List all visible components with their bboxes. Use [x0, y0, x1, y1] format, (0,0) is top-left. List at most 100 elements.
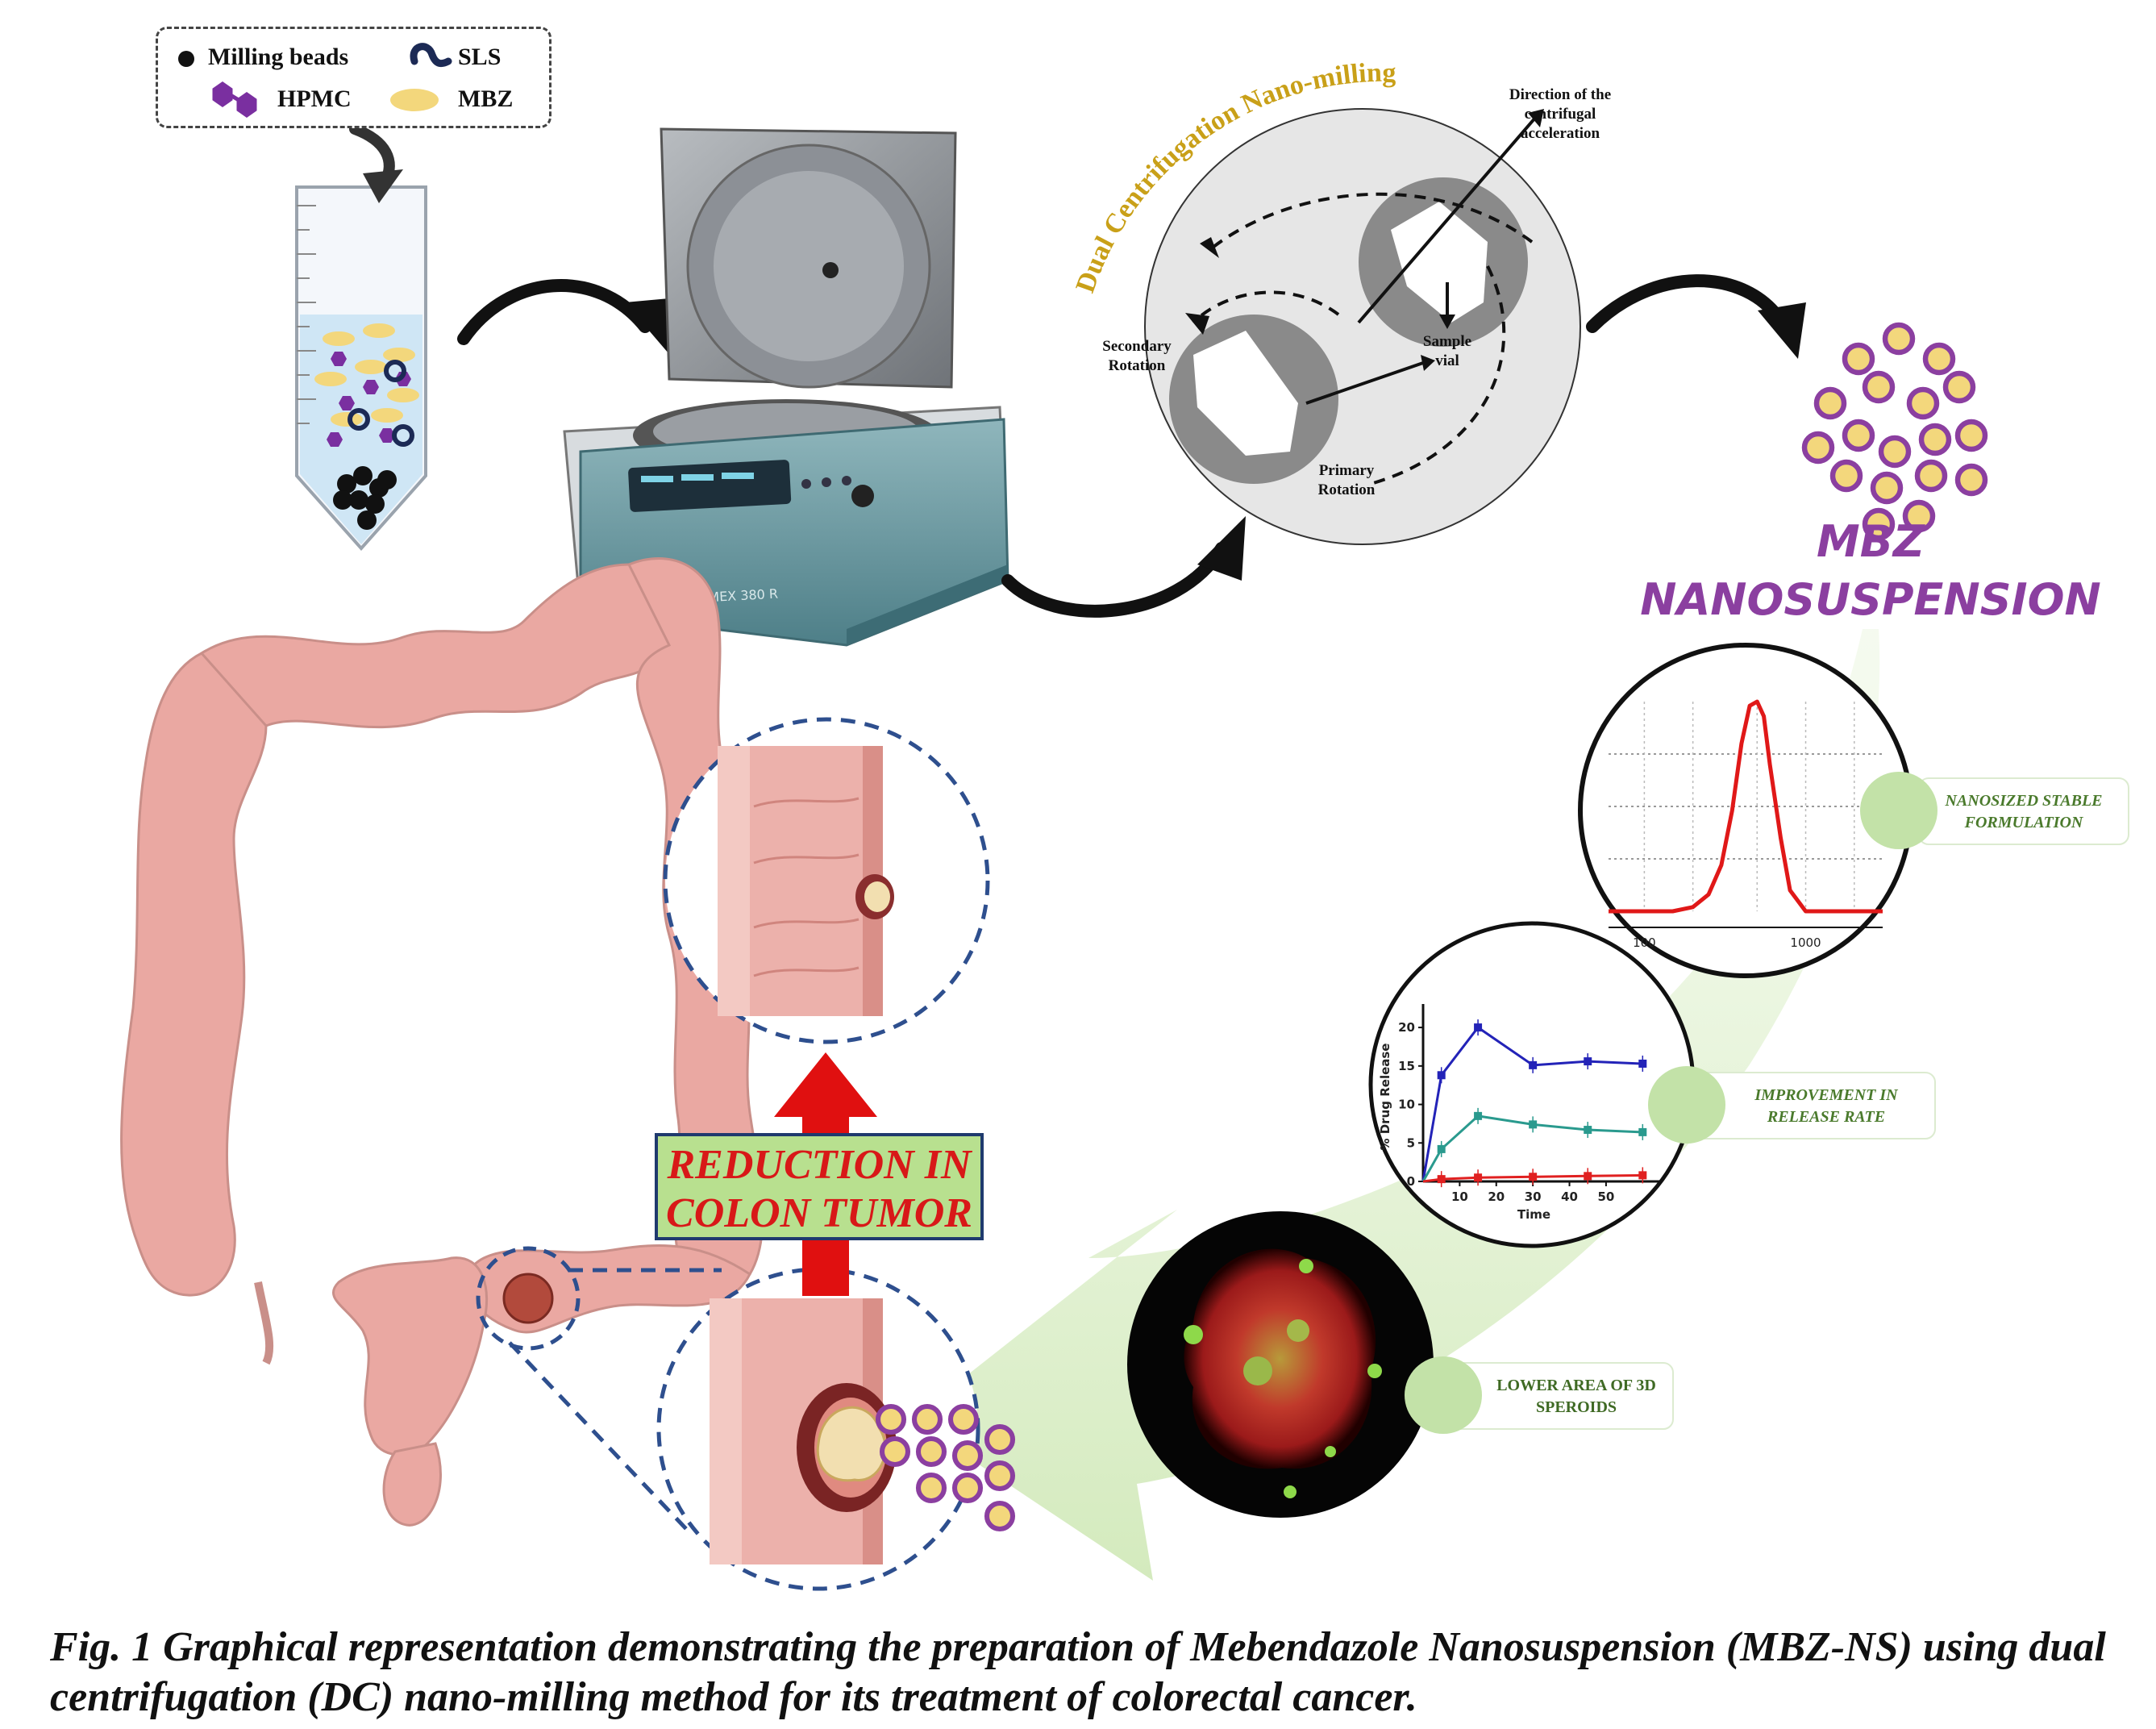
release-point	[1638, 1171, 1647, 1180]
milling-bead	[349, 490, 368, 510]
sls-particle	[384, 360, 406, 382]
milling-bead	[353, 466, 373, 485]
tumor-zoom-before	[656, 1267, 1016, 1591]
falcon-tube	[295, 185, 427, 552]
nanosuspension-title: NANOSUSPENSION	[1640, 574, 2101, 625]
release-x-label: Time	[1517, 1207, 1550, 1222]
release-point	[1474, 1173, 1483, 1182]
nanoparticle	[1882, 322, 1916, 356]
hpmc-particle	[395, 372, 411, 386]
into-tube-arrowhead	[363, 169, 403, 203]
centrifuge-to-dc-arrowhead	[1197, 516, 1246, 581]
nanoparticle	[951, 1472, 984, 1504]
milling-bead	[357, 510, 377, 530]
release-point	[1638, 1127, 1647, 1136]
legend-box: Milling beads SLS HPMC MBZ	[156, 27, 551, 128]
release-point	[1529, 1060, 1538, 1069]
milling-bead-icon	[178, 51, 194, 67]
size-outcome-label: NANOSIZED STABLE FORMULATION	[1945, 792, 2103, 831]
milling-bead	[333, 490, 352, 510]
nanoparticle	[879, 1435, 911, 1468]
mbz-title: MBZ	[1816, 516, 1925, 567]
nanoparticle	[1914, 459, 1948, 493]
nanoparticle	[984, 1500, 1016, 1532]
hpmc-particle	[339, 396, 355, 410]
release-point	[1638, 1059, 1647, 1068]
release-point	[1584, 1126, 1592, 1135]
nanoparticle	[915, 1472, 947, 1504]
release-point	[1584, 1057, 1592, 1066]
hpmc-icon	[212, 81, 257, 119]
nanoparticle	[1842, 342, 1875, 376]
release-point	[1474, 1023, 1483, 1032]
mbz-particle	[383, 348, 415, 362]
tumor-site	[502, 1273, 554, 1324]
release-x-tick-label: 10	[1451, 1189, 1468, 1204]
release-x-tick-label: 20	[1488, 1189, 1505, 1204]
dc-to-ns-arrow	[1586, 274, 1788, 333]
release-y-tick-label: 5	[1407, 1135, 1415, 1150]
nanoparticle	[951, 1439, 984, 1472]
mbz-particle	[355, 360, 387, 374]
release-point	[1437, 1144, 1446, 1153]
tube-to-centrifuge-arrowhead	[625, 298, 673, 359]
spheroid-image	[1127, 1211, 1434, 1518]
mbz-particle	[387, 388, 419, 402]
release-point	[1437, 1071, 1446, 1080]
nanoparticle-cluster-top	[1801, 322, 1988, 541]
size-tick-label: 1000	[1790, 935, 1821, 950]
nanoparticle	[1902, 499, 1936, 533]
spheroid-outcome-label: LOWER AREA OF 3D SPEROIDS	[1496, 1377, 1656, 1416]
milling-bead	[337, 474, 356, 494]
secondary-rotation-label: Secondary Rotation	[1102, 338, 1172, 374]
mbz-particle	[371, 408, 403, 423]
legend-mbz: MBZ	[458, 85, 514, 112]
nanoparticle	[1954, 463, 1988, 497]
mbz-particle	[331, 412, 363, 427]
nanoparticle	[984, 1460, 1016, 1492]
nanoparticle	[947, 1403, 980, 1435]
size-outcome-marker	[1860, 772, 2129, 849]
nanoparticle	[1862, 507, 1896, 541]
tube-to-centrifuge-arrow	[457, 279, 651, 345]
release-point	[1529, 1120, 1538, 1129]
release-series-line	[1421, 1114, 1643, 1182]
direction-label: Direction of the centrifugal acceleratio…	[1509, 86, 1612, 142]
mbz-particle	[314, 372, 347, 386]
nanoparticle	[915, 1435, 947, 1468]
nanoparticle	[1922, 342, 1956, 376]
milling-bead	[365, 494, 385, 514]
release-y-tick-label: 0	[1407, 1174, 1415, 1189]
release-point	[1474, 1111, 1483, 1120]
figure-caption: Fig. 1 Graphical representation demonstr…	[50, 1624, 2106, 1720]
nanoparticle	[1906, 386, 1940, 420]
release-x-tick-label: 50	[1597, 1189, 1614, 1204]
release-point	[1437, 1175, 1446, 1184]
nanoparticle	[1870, 471, 1904, 505]
hpmc-particle	[379, 428, 395, 443]
legend-hpmc: HPMC	[277, 85, 352, 112]
release-outcome-marker	[1648, 1066, 1936, 1144]
mbz-particle	[323, 331, 355, 346]
dc-diagram	[1144, 108, 1581, 545]
release-y-tick-label: 15	[1398, 1059, 1415, 1073]
reduction-label: REDUCTION IN COLON TUMOR	[655, 1133, 984, 1240]
zoom-line-bottom	[508, 1341, 691, 1534]
mbz-icon	[390, 89, 439, 111]
release-series-line	[1421, 1026, 1643, 1182]
release-y-tick-label: 20	[1398, 1020, 1415, 1035]
hpmc-particle	[331, 352, 347, 366]
size-tick-label: 100	[1633, 935, 1656, 950]
nanoparticle	[1842, 419, 1875, 452]
primary-rotation-label: Primary Rotation	[1317, 462, 1376, 498]
hpmc-particle	[327, 432, 343, 447]
release-outcome-label: IMPROVEMENT IN RELEASE RATE	[1754, 1086, 1898, 1126]
milling-bead	[377, 470, 397, 490]
release-point	[1584, 1172, 1592, 1181]
dc-to-ns-arrowhead	[1758, 302, 1806, 359]
release-x-tick-label: 30	[1525, 1189, 1542, 1204]
release-y-tick-label: 10	[1398, 1098, 1415, 1112]
sls-icon	[410, 43, 452, 68]
nanoparticle	[1878, 435, 1912, 469]
